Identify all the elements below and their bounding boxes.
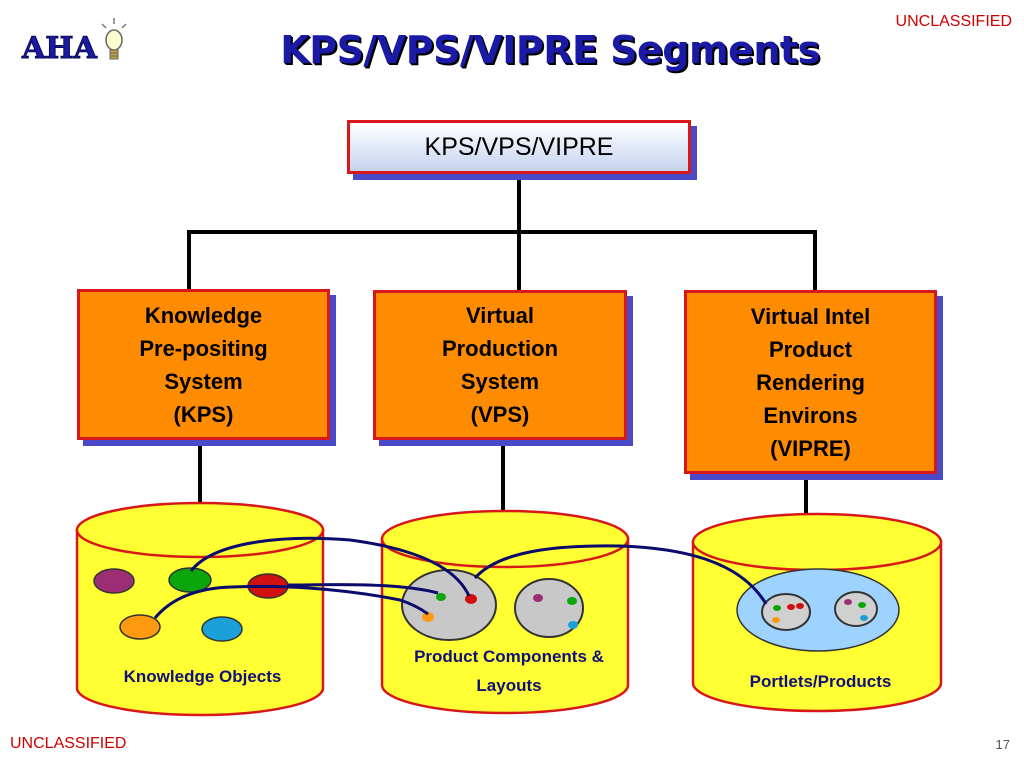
- segment-line: (VPS): [470, 402, 530, 427]
- segment-line: Knowledge: [144, 302, 263, 328]
- segment-line: Production: [441, 336, 559, 361]
- segment-vps: Virtual Production System (VPS): [373, 290, 627, 440]
- store-label-knowledge-objects: Knowledge Objects: [123, 667, 282, 686]
- segment-line: Product: [768, 336, 853, 362]
- lightbulb-icon: [101, 18, 127, 60]
- product-component-group: [514, 578, 584, 638]
- classification-bottom: UNCLASSIFIED: [10, 735, 127, 752]
- slide-title: KPS/VPS/VIPRE Segments: [280, 28, 820, 72]
- segment-line: Rendering: [756, 369, 865, 395]
- classification-top: UNCLASSIFIED: [895, 13, 1012, 30]
- segment-line: Virtual: [465, 303, 535, 328]
- root-node: KPS/VPS/VIPRE: [347, 120, 691, 174]
- knowledge-node: [168, 567, 212, 593]
- segment-line: System: [460, 369, 540, 394]
- product-component-group: [401, 569, 497, 641]
- segment-line: Pre-positing: [139, 335, 268, 361]
- segment-line: System: [164, 368, 243, 394]
- segment-line: Environs: [763, 402, 858, 428]
- root-node-label: KPS/VPS/VIPRE: [424, 132, 614, 161]
- segment-vipre: Virtual Intel Product Rendering Environs…: [684, 290, 937, 474]
- knowledge-node: [201, 616, 243, 642]
- slide-number: 17: [995, 737, 1010, 752]
- svg-text:AHA: AHA: [21, 31, 98, 66]
- segment-line: Virtual Intel: [750, 303, 871, 329]
- aha-logo: AHA: [21, 18, 127, 67]
- store-label-product-components: Product Components & Layouts: [414, 647, 604, 695]
- store-label-portlets-products: Portlets/Products: [749, 672, 892, 691]
- portlet-area: [736, 568, 900, 652]
- knowledge-node: [93, 568, 135, 594]
- knowledge-object-nodes: [93, 567, 289, 642]
- knowledge-node: [119, 614, 161, 640]
- segment-kps: Knowledge Pre-positing System (KPS): [77, 289, 330, 440]
- segment-line: (KPS): [173, 401, 234, 427]
- segment-line: (VIPRE): [770, 435, 851, 461]
- flow-connectors: [153, 536, 768, 619]
